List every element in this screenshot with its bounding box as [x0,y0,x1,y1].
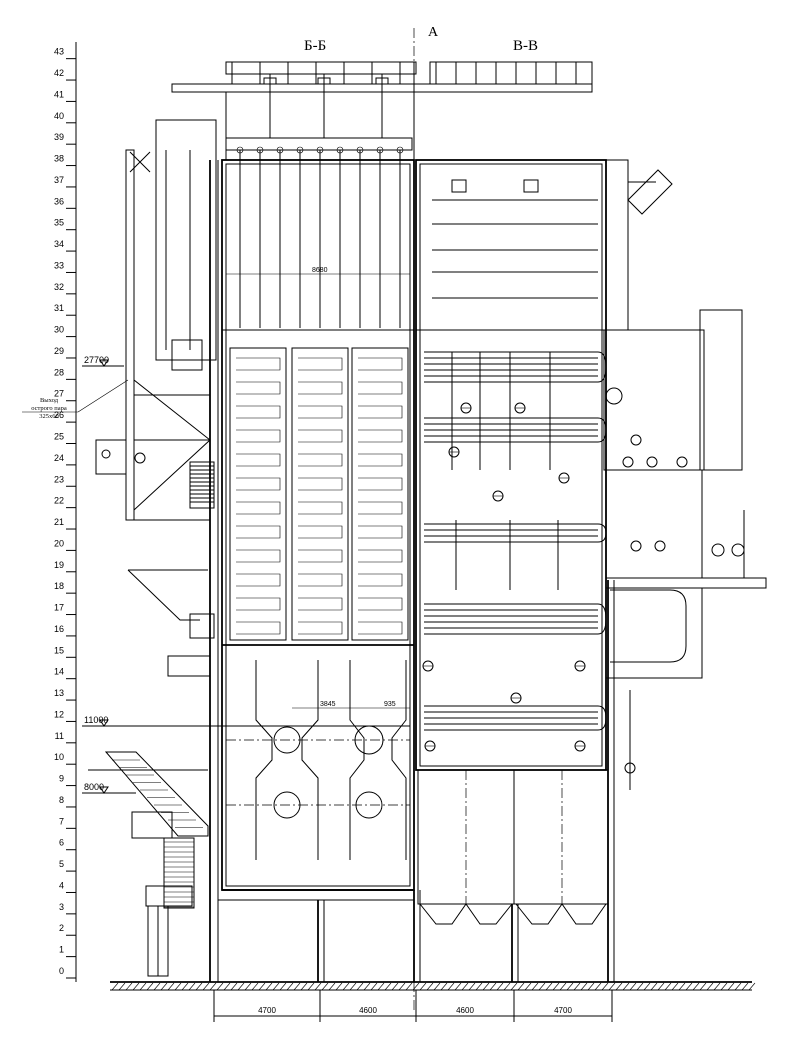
scale-label: 24 [54,453,64,463]
scale-label: 43 [54,47,64,57]
scale-label: 38 [54,154,64,164]
scale-label: 11 [55,731,64,741]
scale-label: 30 [54,325,64,335]
scale-label: 12 [54,709,64,719]
elevation-mark-label: 8000 [84,782,104,792]
ground [110,981,756,991]
elevation-mark-label: 27700 [84,355,109,365]
scale-label: 2 [59,923,64,933]
ash-hoppers [417,769,609,925]
support-columns [209,160,615,982]
scale-label: 26 [54,410,64,420]
lower-width-dim: 3845 [320,701,336,708]
bottom-dimensions: 4700 4600 4600 4700 [213,990,613,1022]
scale-label: 5 [59,859,64,869]
scale-label: 27 [54,389,64,399]
right-structures [603,159,767,790]
scale-label: 23 [54,474,64,484]
elevation-mark-label: 11000 [84,715,108,725]
elevation-mark-8000: 8000 [82,782,136,794]
steam-outlet-callout: Выход острого пара 325х60 [22,379,129,420]
left-structures [88,119,217,977]
elevation-mark-27700: 27700 [82,355,124,367]
elevation-mark-11000: 11000 [82,715,410,727]
scale-label: 28 [54,367,64,377]
scale-label: 9 [59,774,64,784]
scale-label: 3 [59,902,64,912]
scale-label: 40 [54,111,64,121]
callout-line: 325х60 [39,413,59,420]
dim-span-1: 4700 [258,1006,276,1015]
dim-span-2: 4600 [359,1006,377,1015]
scale-label: 25 [54,432,64,442]
scale-label: 41 [54,89,64,99]
small-dim: 935 [384,701,396,708]
scale-label: 29 [54,346,64,356]
scale-label: 17 [54,603,64,613]
scale-label: 20 [54,538,64,548]
top-frame [171,61,593,160]
scale-label: 14 [54,667,64,677]
scale-label: 35 [54,218,64,228]
scale-label: 39 [54,132,64,142]
furnace-section: 8680 3845 935 [221,146,415,891]
furnace-width-dim: 8680 [312,267,328,274]
scale-label: 22 [54,496,64,506]
scale-label: 34 [54,239,64,249]
scale-label: 10 [54,752,64,762]
scale-label: 15 [54,645,64,655]
callout-line: Выход [40,397,59,404]
scale-label: 8 [59,795,64,805]
scale-label: 37 [54,175,64,185]
elevation-scale: 0123456789101112131415161718192021222324… [54,42,77,982]
scale-label: 4 [59,880,64,890]
scale-label: 0 [59,966,64,976]
scale-label: 19 [54,560,64,570]
scale-label: 1 [59,945,64,955]
dim-span-3: 4600 [456,1006,474,1015]
scale-label: 36 [54,196,64,206]
scale-label: 42 [54,68,64,78]
axis-marker-a: А [428,25,439,40]
scale-label: 21 [54,517,64,527]
dim-span-4: 4700 [554,1006,572,1015]
callout-line: острого пара [31,405,67,412]
scale-label: 32 [54,282,64,292]
scale-label: 18 [54,581,64,591]
scale-label: 6 [59,838,64,848]
scale-label: 16 [54,624,64,634]
scale-label: 13 [54,688,64,698]
convective-shaft [415,159,607,771]
scale-label: 7 [59,816,64,826]
section-label-vv: В-В [513,38,538,54]
scale-label: 31 [54,303,64,313]
scale-label: 33 [54,260,64,270]
section-label-bb: Б-Б [304,38,326,54]
